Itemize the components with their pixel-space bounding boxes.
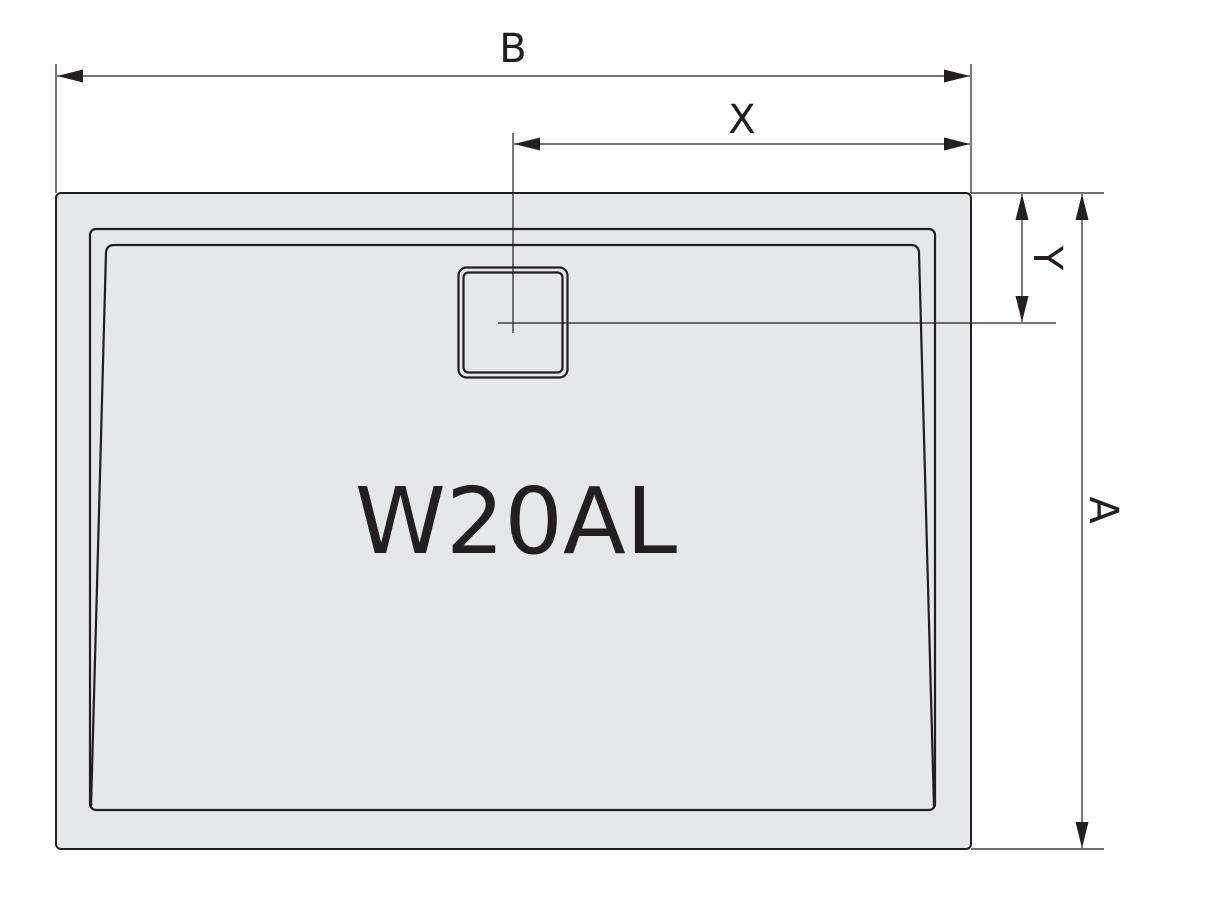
a-dimension-label: A [1080,496,1126,524]
y-dimension-label: Y [1024,245,1070,271]
model-label: W20AL [355,468,677,575]
b-dimension-label: B [499,26,526,72]
x-dimension-label: X [728,97,755,143]
